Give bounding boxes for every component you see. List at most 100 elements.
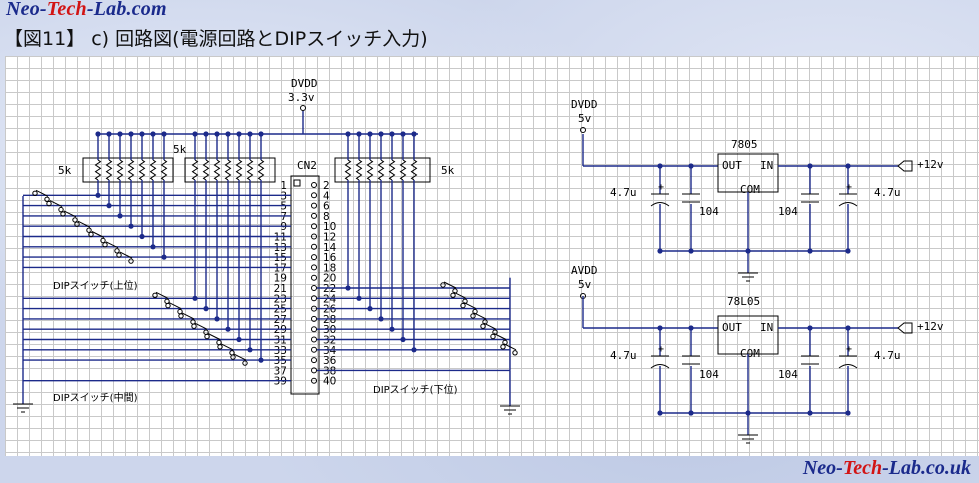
connector-pin-even — [311, 264, 317, 271]
pullup-bus-dot — [258, 131, 264, 137]
rail-junction — [688, 163, 694, 169]
connector-pin-even — [311, 305, 317, 312]
connector-pin-label-even: 2 — [323, 180, 330, 192]
ground-junction — [745, 248, 751, 254]
digital-power-supply: DVDD 5v 7805 OUT IN COM 4.7u 104 104 4.7… — [571, 98, 944, 282]
pullup-bus-dot — [411, 131, 417, 137]
dvdd-cap-104-left-label: 104 — [699, 205, 719, 218]
ground-junction — [845, 248, 851, 254]
switch-lever — [168, 302, 182, 310]
rail-junction — [807, 325, 813, 331]
ground-icon — [13, 396, 33, 413]
regulator-78l05-out: OUT — [722, 321, 742, 334]
avdd-cap-right-label: 4.7u — [874, 349, 901, 362]
connector-pin-label-even: 22 — [323, 283, 336, 295]
switch-contact — [88, 231, 94, 238]
resistor-zigzag — [191, 159, 199, 181]
switch-contact — [86, 227, 92, 233]
switch-contact — [512, 350, 518, 356]
cap-curved-plate — [838, 202, 858, 207]
connector-pin-label-odd: 15 — [274, 252, 287, 264]
pullup-bus-dot — [128, 131, 134, 137]
switch-contact — [152, 292, 158, 299]
switch-lever — [443, 281, 457, 289]
pullup-bus-dot — [192, 131, 198, 137]
dvdd-rail-voltage: 5v — [578, 112, 592, 125]
input-connector-icon — [897, 160, 913, 172]
pullup-bus-dot — [400, 131, 406, 137]
pullup-bus-dot — [236, 131, 242, 137]
switch-contact — [440, 282, 446, 288]
footer-logo-suffix: -Lab.co.uk — [882, 457, 971, 479]
connector-pin-label-odd: 9 — [280, 221, 287, 233]
resistor-array-middle — [184, 157, 276, 183]
resistor-zigzag — [399, 159, 407, 181]
connector-pin-even — [311, 254, 317, 261]
ground-icon — [738, 265, 758, 282]
connector-body — [290, 175, 320, 395]
switch-lever — [483, 322, 497, 330]
cap-polarity-mark: + — [658, 344, 664, 355]
connector-pin-label-even: 18 — [323, 262, 336, 274]
connector-pin-label-odd: 23 — [274, 293, 287, 305]
ground-junction — [688, 410, 694, 416]
connector-pin-even — [311, 274, 317, 281]
ground-junction — [807, 248, 813, 254]
ground-junction — [657, 248, 663, 254]
switch-lever — [453, 291, 467, 299]
connector-pin-even — [311, 295, 317, 302]
switch-lever — [207, 333, 221, 340]
regulator-7805-name: 7805 — [731, 138, 758, 151]
figure-title: 【図11】 c) 回路図(電源回路とDIPスイッチ入力) — [4, 28, 428, 50]
supply-voltage-label: 3.3v — [288, 91, 315, 104]
connector-pin-even — [311, 346, 317, 353]
resistor-zigzag — [149, 159, 157, 181]
connector-pin-even — [311, 285, 317, 291]
cap-polarity-mark: + — [658, 182, 664, 193]
rail-junction — [657, 163, 663, 169]
switch-contact — [116, 252, 122, 258]
connector-pin-label-odd: 29 — [274, 324, 287, 336]
switch-contact — [190, 319, 196, 325]
pullup-resistors — [94, 134, 418, 181]
ground-icon — [738, 427, 758, 444]
connector-pin-even — [311, 315, 317, 322]
resistor-zigzag — [377, 159, 385, 181]
avdd-input-voltage: +12v — [917, 320, 944, 333]
supply-name-label: DVDD — [291, 77, 318, 90]
switch-lever — [105, 241, 119, 249]
rail-junction — [845, 325, 851, 331]
connector-pin1-marker — [293, 179, 301, 187]
switch-contact — [216, 339, 222, 346]
connector-pin-even — [311, 243, 317, 250]
dvdd-cap-left-label: 4.7u — [610, 186, 637, 199]
resistor-zigzag — [355, 159, 363, 181]
switch-contact — [58, 206, 64, 213]
switch-contact — [74, 221, 80, 227]
supply-terminal — [300, 105, 306, 111]
dip-switches — [32, 189, 518, 366]
resistor-label-middle: 5k — [173, 143, 187, 156]
switch-lever — [493, 333, 507, 340]
resistor-zigzag — [116, 159, 124, 181]
analog-power-supply: AVDD 5v 78L05 OUT IN COM 4.7u 104 104 4.… — [571, 264, 944, 444]
switch-contact — [203, 329, 209, 335]
resistor-zigzag — [388, 159, 396, 181]
pullup-bus-dot — [247, 131, 253, 137]
connector-pin-even — [311, 377, 317, 384]
cap-curved-plate — [838, 364, 858, 369]
connector-pin-label-odd: 25 — [274, 304, 287, 316]
pullup-bus-dot — [345, 131, 351, 137]
switch-contact — [100, 237, 106, 244]
pullup-bus-dot — [139, 131, 145, 137]
connector-pin-label-odd: 33 — [274, 345, 287, 357]
connector-pin-label-odd: 19 — [274, 273, 287, 285]
switch-lever — [119, 251, 133, 259]
connector-pin-label-odd: 21 — [274, 283, 287, 295]
resistor-zigzag — [344, 159, 352, 181]
avdd-cap-left-label: 4.7u — [610, 349, 637, 362]
connector-pin-label-odd: 11 — [274, 232, 287, 244]
dvdd-input-voltage: +12v — [917, 158, 944, 171]
